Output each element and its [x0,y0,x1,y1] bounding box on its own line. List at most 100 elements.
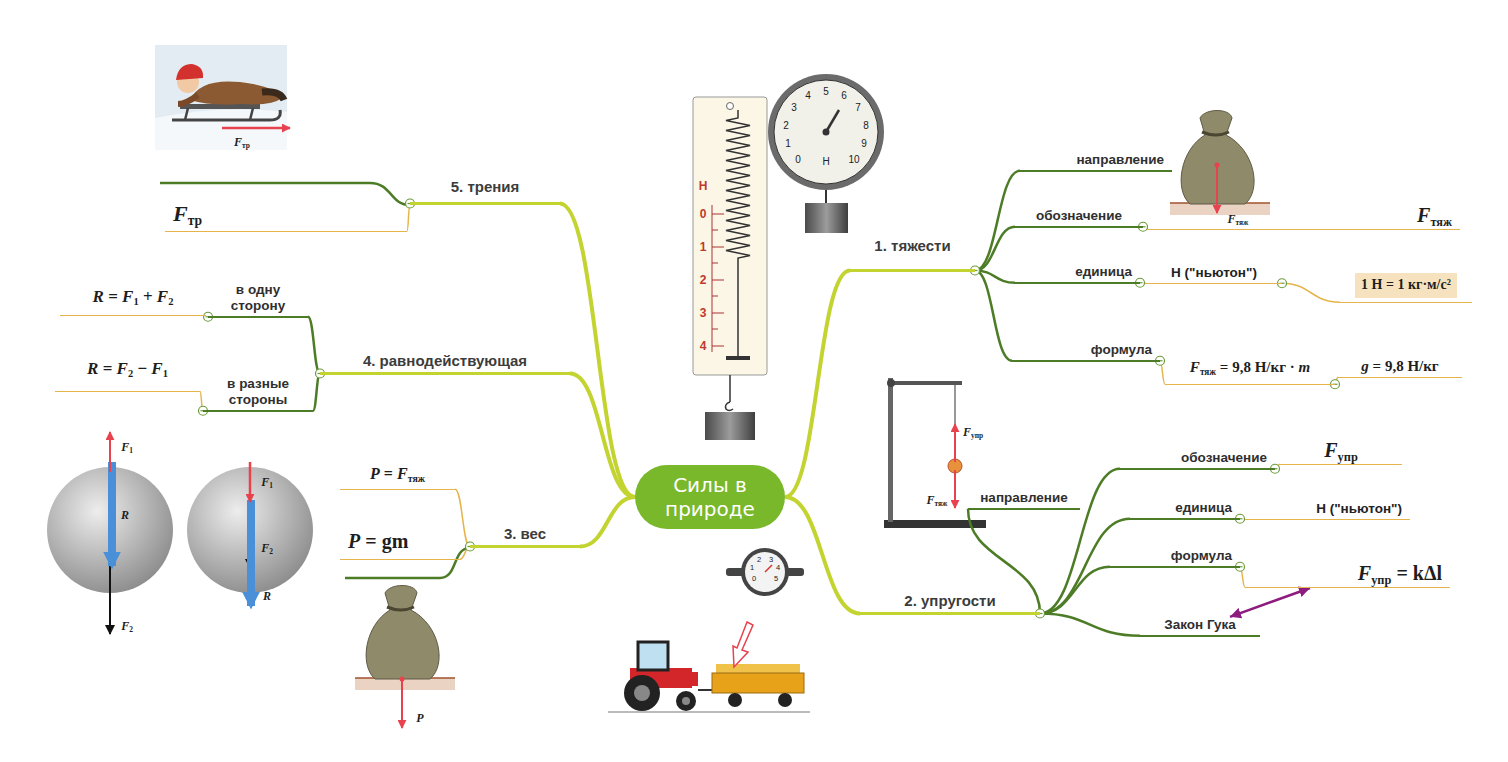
branch-line [455,489,470,546]
dial-dynamometer [774,80,878,184]
formula-topic: Fтр [165,201,407,232]
variable-symbol: R [93,287,104,306]
figure-label: 4 [700,340,707,352]
branch-topic: 4. равнодействующая [320,352,570,375]
sled-illustration [155,110,287,150]
branch-line [313,374,320,411]
variable-symbol: R [263,589,271,603]
subtopic: направление [1020,152,1172,172]
spring-dynamometer [726,356,750,360]
branch-line [560,204,635,498]
force-symbol: F [121,619,129,633]
topic-text: Fтяж [1417,203,1452,227]
force-symbol: F [117,359,128,378]
tractor-illustration [698,689,714,691]
dial-dynamometer [768,74,884,233]
topic-text: 1. тяжести [874,237,950,255]
figure-label: 1 [785,139,791,149]
force-disc [108,462,116,566]
force-index: 1 [163,368,168,379]
force-disc [187,467,313,593]
variable-symbol: m [1298,359,1310,375]
force-index: тяж [935,499,948,508]
figure-label: 2 [757,556,761,564]
tractor-illustration [668,672,698,686]
figure-label: 4 [805,91,811,101]
branch-line [1335,377,1338,384]
tractor-illustration [676,691,696,711]
topic-text: 1 Н = 1 кг·м/с² [1355,273,1457,298]
spring-dynamometer [705,412,755,440]
pendulum-stand [954,470,956,508]
branch-line [785,497,860,614]
spring-dynamometer [693,97,767,440]
topic-text: обозначение [1036,208,1122,224]
figure-label: F2 [261,542,273,554]
branch-line [975,271,1015,283]
tractor-illustration [716,664,800,674]
branch-line [407,204,410,232]
force-symbol: F [173,201,188,226]
force-symbol: F [1190,359,1200,375]
dial-dynamometer [823,129,830,136]
collapse-markers [199,199,1340,618]
force-symbol: F [122,287,133,306]
spring-dynamometer [693,97,767,375]
topic-text: Н ("ньютон") [1316,501,1402,517]
figure-label: 0 [752,575,756,583]
formula-topic: 1 Н = 1 кг·м/с² [1340,273,1472,303]
topic-text: формула [1091,342,1152,358]
topic-text: P = gm [348,529,408,553]
subtopic: единица [1130,500,1240,520]
sack-illustration [1170,203,1270,215]
formula-topic: Н ("ньютон") [1245,501,1410,520]
sled-illustration [262,92,284,100]
figure-label: 5 [823,87,829,97]
tractor-illustration [778,693,792,707]
tractor-illustration [733,622,753,667]
figure-label: 6 [841,91,847,101]
force-disc [47,432,173,634]
figure-label: 10 [848,155,859,165]
force-index: 2 [269,547,273,556]
figure-label: Fтр [234,136,250,148]
subtopic: единица [1015,264,1140,284]
topic-text: единица [1175,500,1232,516]
variable-symbol: P [370,465,380,482]
hand-dynamometer [741,548,789,596]
branch-line [1040,567,1110,614]
sled-illustration [185,108,253,120]
figure-label: 9 [861,139,867,149]
branch-line [570,374,635,498]
topic-text: 4. равнодействующая [363,352,527,370]
variable-symbol: R [87,359,98,378]
variable-symbol: P [416,711,423,725]
empty-branch [160,183,410,205]
topic-text: формула [1171,548,1232,564]
subtopic: в разные стороны [203,376,313,412]
force-disc [247,500,255,606]
force-index: тяж [1236,218,1249,227]
topic-text: в одну сторону [216,282,300,314]
subtopic: обозначение [1120,450,1275,470]
pendulum-stand [888,378,893,522]
spring-dynamometer [726,402,734,411]
topic-text: 5. трения [451,178,520,196]
branch-line [1282,283,1340,302]
tractor-illustration [634,685,650,701]
branch-line [1040,614,1140,636]
pendulum-stand [954,424,956,462]
force-disc [109,432,111,472]
force-symbol: F [963,425,971,439]
subtopic: обозначение [1015,208,1143,228]
topic-text: Fупр = kΔl [1358,561,1442,585]
figure-label: P [416,712,423,724]
pendulum-stand [890,381,962,385]
dial-dynamometer [825,190,827,203]
figure-label: 4 [776,564,780,572]
topic-text: направление [1076,152,1164,168]
gravity-vector [1215,163,1220,168]
gravity-vector [1215,163,1220,214]
branch-topic: 5. трения [410,178,560,205]
